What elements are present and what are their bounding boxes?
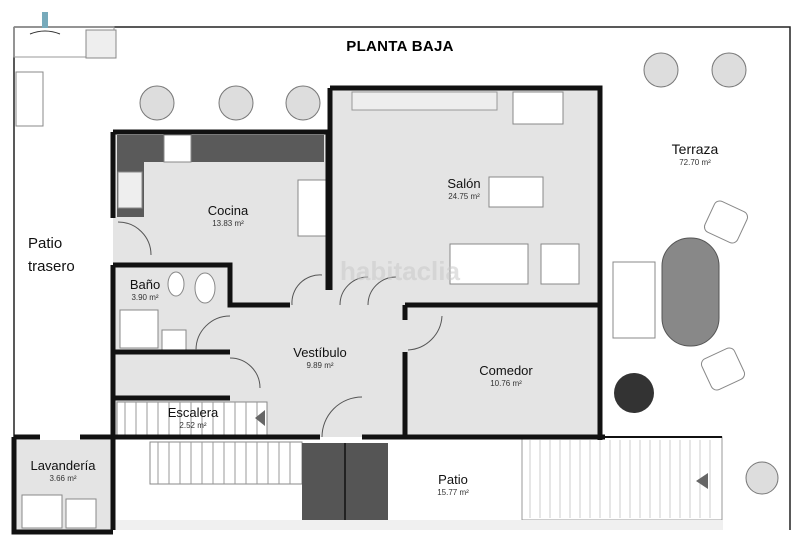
property-boundary <box>13 26 791 530</box>
plan-title: PLANTA BAJA <box>346 38 454 55</box>
kitchen-counter <box>117 135 324 162</box>
washing-machine <box>21 494 63 529</box>
fireplace <box>512 91 564 125</box>
outdoor-stove <box>15 71 44 127</box>
deck <box>521 436 723 521</box>
logo <box>20 8 70 49</box>
toilet <box>194 272 216 304</box>
washbasin <box>161 329 187 351</box>
stairs <box>116 401 303 485</box>
arrow-icon <box>255 410 265 426</box>
doors <box>117 221 443 438</box>
sofa <box>449 243 529 285</box>
trees <box>139 52 779 495</box>
arrow-icon <box>696 473 708 489</box>
grill <box>614 373 654 413</box>
walls <box>11 85 605 535</box>
coffee-table <box>488 176 544 208</box>
fridge <box>297 179 327 237</box>
shower <box>119 309 159 349</box>
outdoor-sofa <box>612 261 656 339</box>
armchair <box>540 243 580 285</box>
sink <box>85 29 117 59</box>
watermark: habitaclia <box>340 256 460 286</box>
dryer <box>65 498 97 529</box>
outdoor-table <box>661 237 720 347</box>
cooktop <box>163 134 192 163</box>
bidet <box>167 271 185 297</box>
kitchen-sink <box>117 171 143 209</box>
